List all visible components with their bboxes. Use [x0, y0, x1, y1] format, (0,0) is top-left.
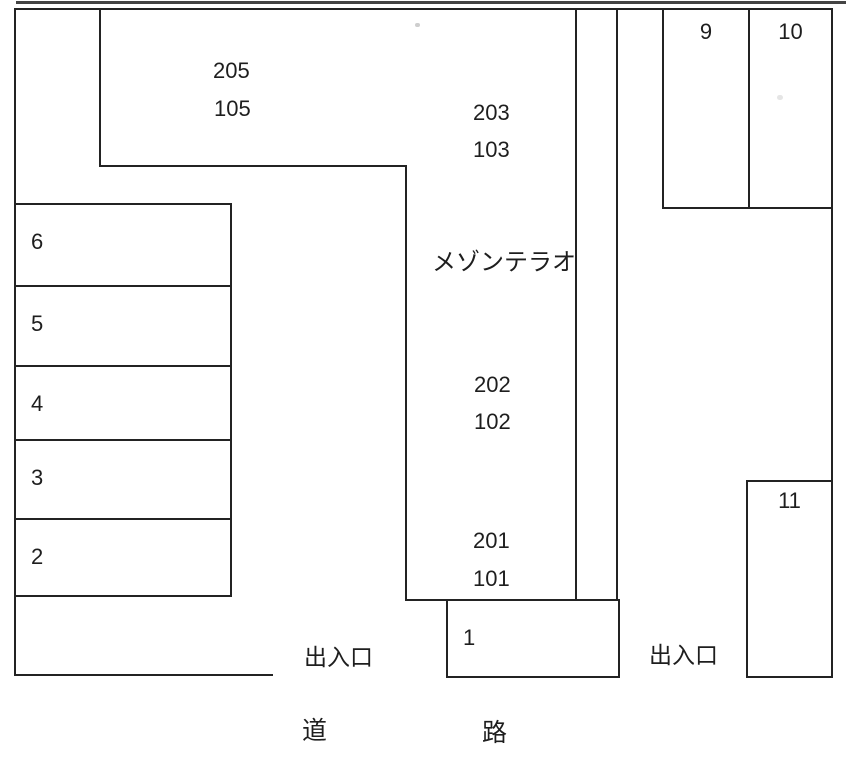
parking-space-number: 10: [778, 19, 803, 44]
parking-space-4: 4: [14, 365, 232, 441]
building-wall-corridor-right: [616, 8, 618, 601]
building-wall-step: [99, 165, 407, 167]
parking-space-5: 5: [14, 285, 232, 367]
scan-speck: [777, 95, 783, 100]
building-wall-corridor-left: [575, 8, 577, 601]
entrance-label-left: 出入口: [304, 644, 373, 670]
room-label-102: 102: [474, 409, 511, 434]
parking-space-number: 11: [778, 488, 801, 513]
parking-space-number: 9: [699, 19, 713, 44]
room-label-105: 105: [214, 96, 251, 121]
entrance-label-right: 出入口: [649, 642, 718, 668]
parking-space-6: 6: [14, 203, 232, 287]
room-label-202: 202: [474, 372, 511, 397]
scan-edge-artifact: [16, 1, 846, 4]
parking-space-number: 1: [463, 625, 476, 650]
site-boundary-top: [14, 8, 833, 10]
building-name: メゾンテラオ: [432, 249, 576, 276]
road-label-right-char: 路: [482, 719, 508, 747]
parking-space-10: 10: [748, 8, 833, 209]
parking-space-3: 3: [14, 439, 232, 520]
scan-speck: [415, 23, 420, 27]
room-label-101: 101: [473, 566, 510, 591]
building-wall-left-upper: [99, 8, 101, 167]
parking-space-9: 9: [662, 8, 750, 209]
site-boundary-bottom-left: [14, 674, 273, 676]
parking-space-11: 11: [746, 480, 833, 678]
parking-space-2: 2: [14, 518, 232, 597]
parking-space-number: 2: [31, 544, 44, 569]
road-label-left-char: 道: [302, 717, 328, 745]
parking-space-number: 6: [31, 229, 44, 254]
parking-space-number: 5: [31, 311, 44, 336]
room-label-203: 203: [473, 100, 510, 125]
building-wall-left-lower: [405, 165, 407, 601]
room-label-205: 205: [213, 58, 250, 83]
room-label-201: 201: [473, 528, 510, 553]
site-boundary-right: [831, 8, 833, 678]
parking-space-1: 1: [446, 599, 620, 678]
parking-space-number: 4: [31, 391, 44, 416]
parking-space-number: 3: [31, 465, 44, 490]
room-label-103: 103: [473, 137, 510, 162]
